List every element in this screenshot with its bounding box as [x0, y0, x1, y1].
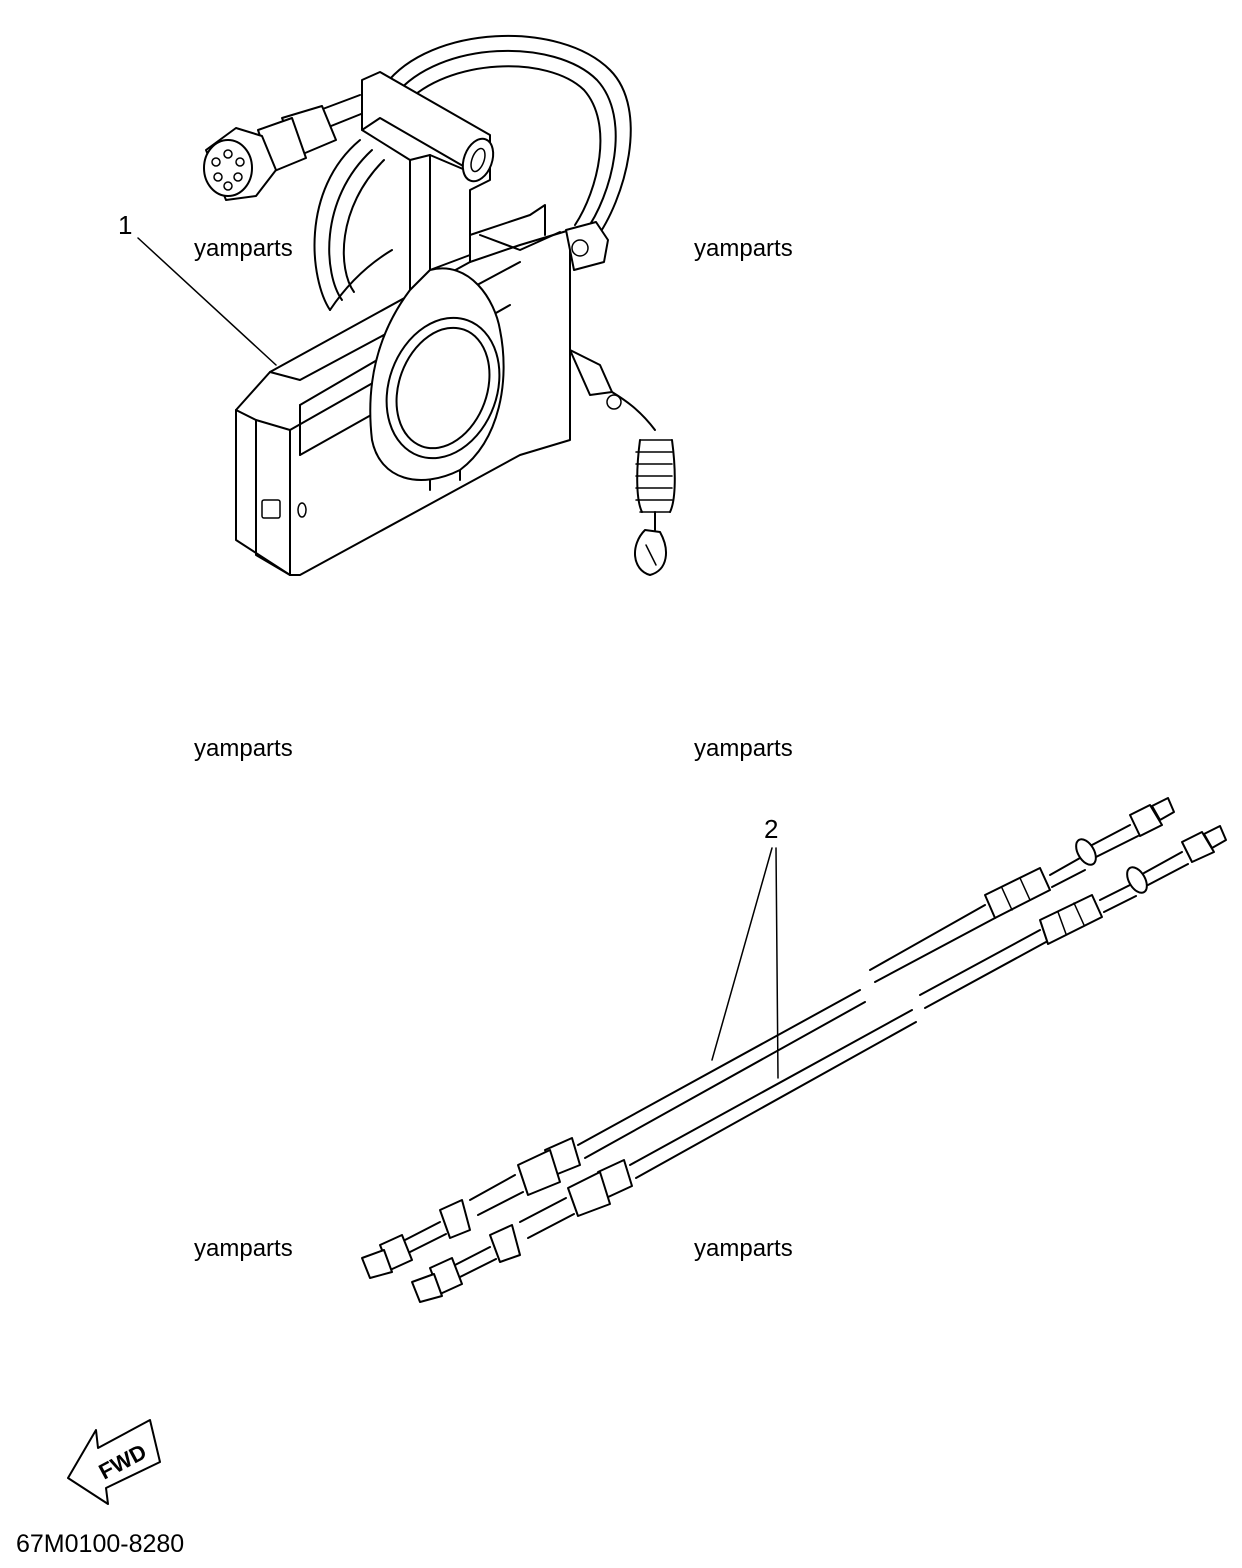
- forward-direction-arrow: FWD: [67, 1419, 161, 1505]
- control-cable-lower: [411, 825, 1227, 1303]
- watermark-text: yamparts: [694, 235, 793, 262]
- callout-part-2: 2: [764, 814, 778, 844]
- harness-cable-loops: [313, 34, 632, 311]
- diagram-code: 67M0100-8280: [16, 1530, 184, 1558]
- control-cable-upper: [361, 797, 1175, 1279]
- watermark-text: yamparts: [694, 1235, 793, 1262]
- watermark-text: yamparts: [194, 1235, 293, 1262]
- control-lever: [361, 71, 505, 481]
- watermarks: yamparts yamparts yamparts yamparts yamp…: [194, 235, 793, 1262]
- emergency-stop-lanyard: [569, 349, 676, 576]
- watermark-text: yamparts: [694, 735, 793, 762]
- watermark-text: yamparts: [194, 235, 293, 262]
- cable-clamp: [565, 221, 609, 271]
- watermark-text: yamparts: [194, 735, 293, 762]
- remote-control-box: [137, 34, 676, 576]
- harness-connector-plug: [203, 105, 337, 201]
- callout-part-1: 1: [118, 210, 132, 240]
- control-cables: [361, 797, 1227, 1303]
